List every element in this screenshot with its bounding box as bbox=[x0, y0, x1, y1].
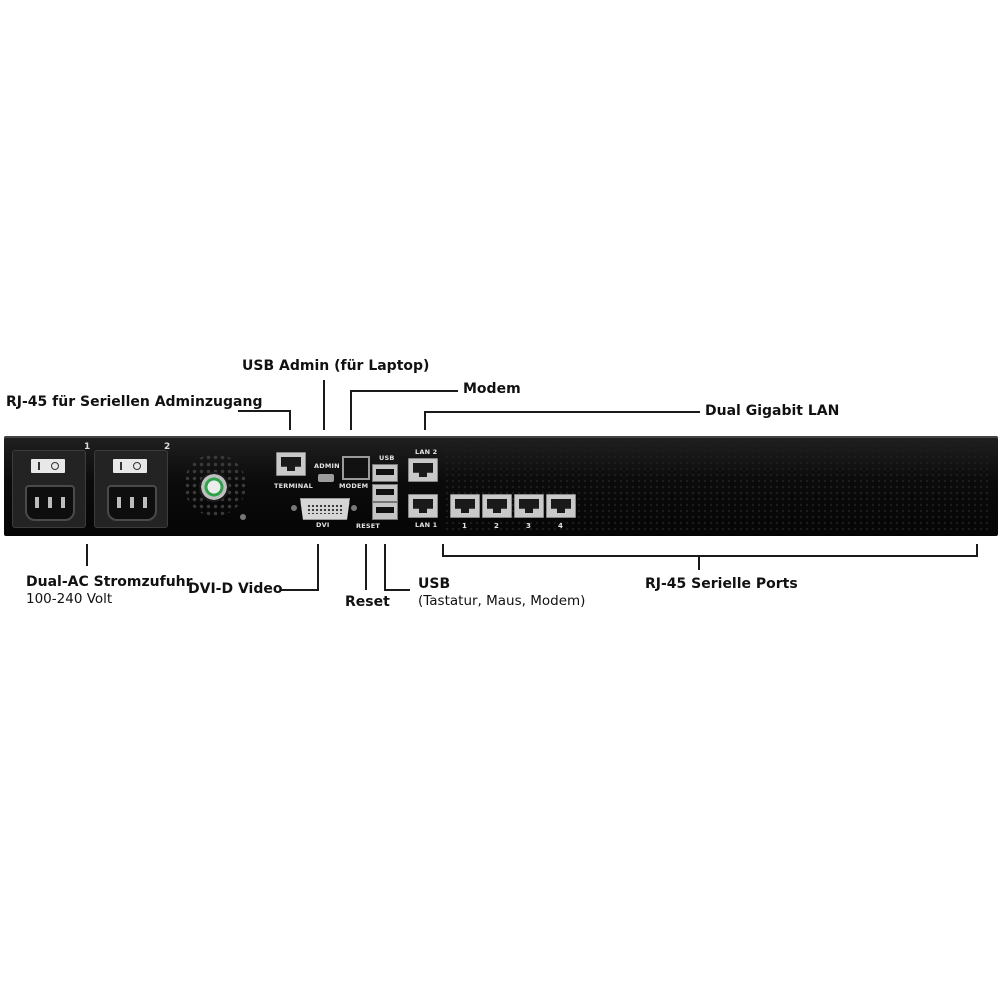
callout-usb-title: USB bbox=[418, 576, 451, 592]
leader-line-serial-bracket bbox=[976, 544, 978, 557]
screw-icon bbox=[240, 514, 246, 520]
serial-port-2[interactable] bbox=[482, 494, 512, 518]
lan2-port[interactable] bbox=[408, 458, 438, 482]
leader-line-dvi bbox=[317, 544, 319, 590]
dvi-port[interactable] bbox=[300, 498, 350, 520]
power-switch-2[interactable] bbox=[113, 459, 147, 473]
lan2-label: LAN 2 bbox=[415, 448, 438, 456]
power-supply-1 bbox=[12, 450, 86, 528]
leader-line-serial-bracket bbox=[442, 544, 444, 557]
callout-modem: Modem bbox=[463, 381, 521, 397]
leader-line-usb bbox=[384, 544, 386, 590]
leader-line-modem bbox=[350, 390, 458, 392]
usb-port-3[interactable] bbox=[372, 502, 398, 520]
lan1-port[interactable] bbox=[408, 494, 438, 518]
leader-line-dual-ac bbox=[86, 544, 88, 566]
terminal-rj45-port[interactable] bbox=[276, 452, 306, 476]
power-supply-2 bbox=[94, 450, 168, 528]
leader-line-dual-lan bbox=[424, 411, 700, 413]
leader-line-dvi bbox=[280, 589, 319, 591]
dvi-screw-left-icon bbox=[291, 505, 297, 511]
psu-number-2: 2 bbox=[164, 442, 171, 452]
serial-port-number: 4 bbox=[558, 522, 563, 530]
ac-inlet-1 bbox=[25, 485, 75, 521]
serial-port-number: 1 bbox=[462, 522, 467, 530]
serial-port-number: 3 bbox=[526, 522, 531, 530]
reset-label: RESET bbox=[356, 522, 381, 530]
power-switch-1[interactable] bbox=[31, 459, 65, 473]
leader-line-usb-admin bbox=[323, 380, 325, 430]
serial-port-3[interactable] bbox=[514, 494, 544, 518]
leader-line-rj45-admin bbox=[238, 410, 291, 412]
callout-usb: USB (Tastatur, Maus, Modem) bbox=[418, 576, 585, 610]
psu-number-1: 1 bbox=[84, 442, 91, 452]
callout-usb-sub: (Tastatur, Maus, Modem) bbox=[418, 593, 586, 609]
callout-dual-lan: Dual Gigabit LAN bbox=[705, 403, 840, 419]
leader-line-dual-lan bbox=[424, 411, 426, 430]
dvi-label: DVI bbox=[316, 521, 330, 529]
ac-inlet-2 bbox=[107, 485, 157, 521]
dvi-screw-right-icon bbox=[351, 505, 357, 511]
callout-dual-ac: Dual-AC Stromzufuhr 100-240 Volt bbox=[26, 574, 193, 608]
leader-line-rj45-admin bbox=[289, 410, 291, 430]
modem-label: MODEM bbox=[339, 482, 369, 490]
leader-line-serial bbox=[698, 556, 700, 570]
admin-mini-usb-port[interactable] bbox=[318, 474, 334, 482]
fan-hub-icon bbox=[199, 472, 229, 502]
modem-port[interactable] bbox=[342, 456, 370, 480]
leader-line-reset bbox=[365, 544, 367, 590]
callout-rj45-admin: RJ-45 für Seriellen Adminzugang bbox=[6, 394, 263, 410]
serial-port-number: 2 bbox=[494, 522, 499, 530]
usb-label: USB bbox=[379, 454, 395, 462]
terminal-label: TERMINAL bbox=[274, 482, 313, 490]
callout-dual-ac-sub: 100-240 Volt bbox=[26, 591, 113, 607]
leader-line-usb bbox=[384, 589, 410, 591]
callout-dual-ac-title: Dual-AC Stromzufuhr bbox=[26, 574, 193, 590]
serial-port-4[interactable] bbox=[546, 494, 576, 518]
usb-port-1[interactable] bbox=[372, 464, 398, 482]
callout-dvi-video: DVI-D Video bbox=[188, 581, 283, 597]
leader-line-serial-bracket bbox=[442, 555, 978, 557]
serial-port-1[interactable] bbox=[450, 494, 480, 518]
usb-port-2[interactable] bbox=[372, 484, 398, 502]
callout-usb-admin: USB Admin (für Laptop) bbox=[242, 358, 430, 374]
leader-line-modem bbox=[350, 390, 352, 430]
lan1-label: LAN 1 bbox=[415, 521, 438, 529]
callout-reset: Reset bbox=[345, 594, 390, 610]
console-server-rear-panel: 1 2 TERMINAL ADMIN MODEM DVI USB RESET L… bbox=[4, 436, 998, 536]
callout-serial-ports: RJ-45 Serielle Ports bbox=[645, 576, 798, 592]
admin-label: ADMIN bbox=[314, 462, 340, 470]
